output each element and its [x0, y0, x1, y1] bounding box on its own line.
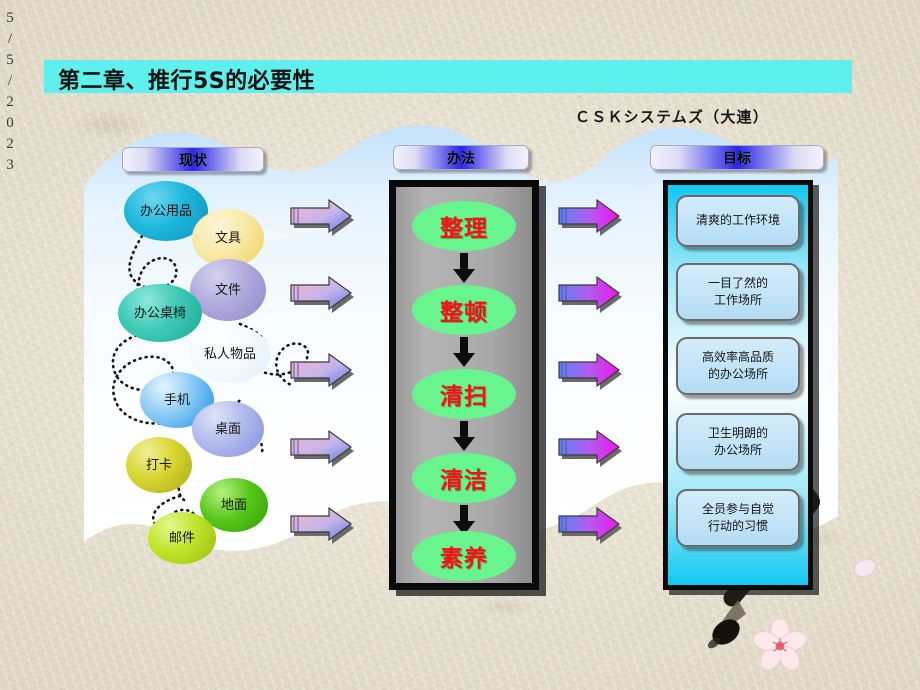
- flow-arrow-right: [558, 352, 622, 390]
- issue-bubble-label: 文件: [214, 282, 241, 298]
- down-arrow-icon: [453, 505, 475, 535]
- issue-bubble-label: 桌面: [214, 421, 241, 437]
- column-banner-current[interactable]: 现状: [122, 147, 264, 172]
- goal-line-2: 的办公场所: [707, 367, 768, 381]
- goal-box[interactable]: 清爽的工作环境: [676, 195, 800, 247]
- five-s-panel: 整理 整顿 清扫 清洁 素养: [389, 180, 539, 590]
- down-arrow-icon: [453, 253, 475, 283]
- five-s-step-label: 清扫: [440, 384, 488, 410]
- flow-arrow-left: [290, 429, 354, 467]
- cherry-blossom-icon: [752, 620, 808, 671]
- goal-line-2: 办公场所: [713, 443, 762, 457]
- date-char: /: [7, 73, 13, 89]
- down-arrow-icon: [453, 421, 475, 451]
- flow-arrow-right: [558, 198, 622, 236]
- goal-box-label: 卫生明朗的 办公场所: [708, 425, 768, 460]
- goal-box-label: 全员参与自觉 行动的习惯: [702, 501, 774, 536]
- issue-bubble-label: 私人物品: [203, 346, 256, 362]
- date-char: 2: [6, 136, 14, 152]
- issue-bubble-label: 办公桌椅: [133, 305, 186, 321]
- date-char: 5: [6, 10, 14, 26]
- goal-line-1: 全员参与自觉: [701, 501, 774, 516]
- down-arrow-icon: [453, 337, 475, 367]
- issue-bubble-label: 办公用品: [139, 203, 192, 219]
- flow-arrow-right: [558, 506, 622, 544]
- page-title: 第二章、推行5S的必要性: [58, 69, 316, 94]
- issue-bubble-label: 地面: [220, 497, 247, 513]
- five-s-step[interactable]: 素养: [412, 531, 516, 581]
- column-banner-goal[interactable]: 目标: [650, 145, 824, 170]
- goal-box-label: 清爽的工作环境: [696, 212, 780, 229]
- date-strip: 5 / 5 / 2 0 2 3: [1, 8, 19, 176]
- cherry-blossom-petal-icon: [853, 559, 877, 577]
- goal-line-1: 一目了然的: [707, 275, 768, 290]
- goal-line-1: 卫生明朗的: [707, 425, 768, 440]
- five-s-step-label: 清洁: [440, 468, 488, 494]
- column-banner-goal-label: 目标: [723, 150, 751, 167]
- five-s-step[interactable]: 清扫: [412, 369, 516, 419]
- goal-box-label: 高效率高品质 的办公场所: [702, 349, 774, 384]
- goal-box[interactable]: 全员参与自觉 行动的习惯: [676, 489, 800, 547]
- goal-line-2: 工作场所: [713, 293, 762, 307]
- goal-box-label: 一目了然的 工作场所: [708, 275, 768, 310]
- five-s-step[interactable]: 整顿: [412, 285, 516, 335]
- date-char: 0: [6, 115, 14, 131]
- column-banner-method[interactable]: 办法: [393, 145, 529, 170]
- issue-bubble[interactable]: 邮件: [148, 512, 216, 564]
- goal-line-1: 高效率高品质: [701, 349, 774, 364]
- issue-bubble[interactable]: 办公桌椅: [118, 284, 202, 342]
- goal-box[interactable]: 卫生明朗的 办公场所: [676, 413, 800, 471]
- issue-bubble-label: 手机: [163, 392, 190, 408]
- issue-bubble[interactable]: 打卡: [126, 437, 192, 493]
- five-s-step-label: 整顿: [440, 300, 488, 326]
- flow-arrow-left: [290, 275, 354, 313]
- column-banner-method-label: 办法: [447, 150, 475, 167]
- issue-bubble[interactable]: 私人物品: [190, 325, 270, 383]
- flow-arrow-right: [558, 429, 622, 467]
- five-s-step-label: 整理: [440, 216, 488, 242]
- date-char: 5: [6, 52, 14, 68]
- slide-title-bar: 第二章、推行5S的必要性: [44, 60, 852, 94]
- flow-arrow-left: [290, 352, 354, 390]
- issue-bubble[interactable]: 桌面: [192, 401, 264, 457]
- goal-line-2: 行动的习惯: [707, 519, 768, 533]
- five-s-step-label: 素养: [440, 546, 488, 572]
- company-subtitle: ＣＳＫシステムズ（大連）: [575, 108, 769, 126]
- issue-bubble-label: 打卡: [145, 457, 172, 473]
- flow-arrow-right: [558, 275, 622, 313]
- goal-box[interactable]: 高效率高品质 的办公场所: [676, 337, 800, 395]
- goal-line-1: 清爽的工作环境: [695, 213, 780, 228]
- goal-box[interactable]: 一目了然的 工作场所: [676, 263, 800, 321]
- five-s-step[interactable]: 清洁: [412, 453, 516, 503]
- five-s-step[interactable]: 整理: [412, 201, 516, 251]
- date-char: 3: [6, 157, 14, 173]
- flow-arrow-left: [290, 198, 354, 236]
- issue-bubble-label: 文具: [214, 230, 241, 246]
- flow-arrow-left: [290, 506, 354, 544]
- goal-panel: 清爽的工作环境 一目了然的 工作场所 高效率高品质 的办公场所 卫生明朗的 办公…: [663, 180, 813, 590]
- date-char: /: [7, 31, 13, 47]
- date-char: 2: [6, 94, 14, 110]
- column-banner-current-label: 现状: [179, 152, 207, 169]
- issue-bubble[interactable]: 文件: [190, 259, 266, 321]
- issue-bubble-label: 邮件: [168, 530, 195, 546]
